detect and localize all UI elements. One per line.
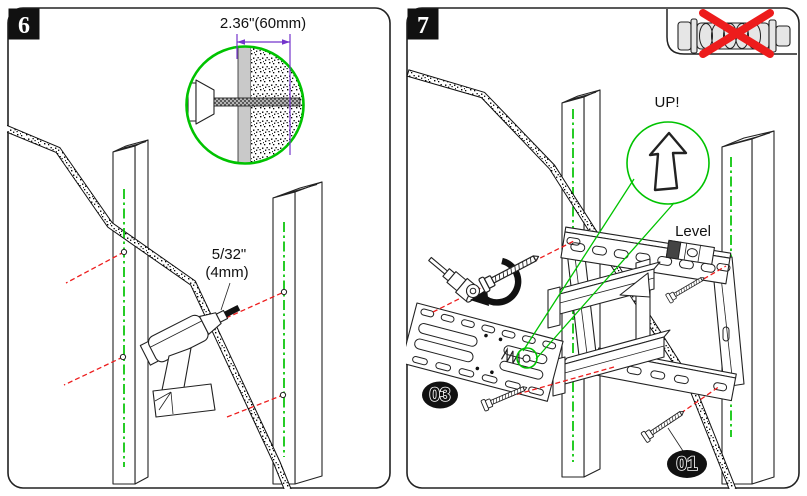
- drill-guide-lines: [63, 251, 285, 418]
- step-7-badge: 7: [407, 8, 439, 40]
- svg-text:6: 6: [18, 13, 30, 39]
- articulating-arms: [547, 258, 671, 397]
- svg-text:03: 03: [429, 385, 450, 406]
- level-label: Level: [675, 223, 711, 240]
- part-01-leader: [667, 427, 684, 452]
- step-7-panel: UP!: [406, 7, 800, 489]
- callout-leader-lines: [522, 178, 675, 360]
- prohibited-x-icon: [699, 9, 774, 58]
- tv-plate: [406, 302, 564, 402]
- svg-text:01: 01: [676, 454, 698, 475]
- part-badge-03: 03: [422, 381, 458, 409]
- bubble-level-icon: [665, 239, 715, 265]
- tv-plate-slots: [412, 308, 557, 396]
- dimension-annotation: 2.36"(60mm): [220, 15, 306, 155]
- rotation-arrow-icon: [470, 257, 522, 306]
- top-rail: [560, 226, 732, 285]
- pilot-hole-size-label: 5/32" (4mm): [205, 246, 249, 311]
- depth-dimension-label: 2.36"(60mm): [220, 15, 306, 32]
- drill-icon: [139, 304, 241, 418]
- stud-left: [112, 139, 149, 485]
- step-6-panel: 2.36"(60mm) 5/32" (4mm) 6: [7, 7, 391, 489]
- up-callout: UP!: [626, 94, 710, 205]
- washer-icon: [465, 283, 481, 299]
- torn-wall-edge: [406, 69, 737, 489]
- up-arrow-icon: [648, 131, 688, 192]
- up-label: UP!: [654, 94, 679, 111]
- step-6-badge: 6: [8, 8, 40, 40]
- svg-text:(4mm): (4mm): [205, 264, 248, 281]
- svg-text:5/32": 5/32": [212, 246, 247, 263]
- pilot-holes: [119, 248, 288, 399]
- svg-text:7: 7: [417, 13, 429, 39]
- part-badge-01: 01: [667, 450, 707, 478]
- torn-wall-edge: [7, 124, 292, 489]
- stud-right: [272, 181, 323, 485]
- no-anchor-callout: [666, 9, 797, 58]
